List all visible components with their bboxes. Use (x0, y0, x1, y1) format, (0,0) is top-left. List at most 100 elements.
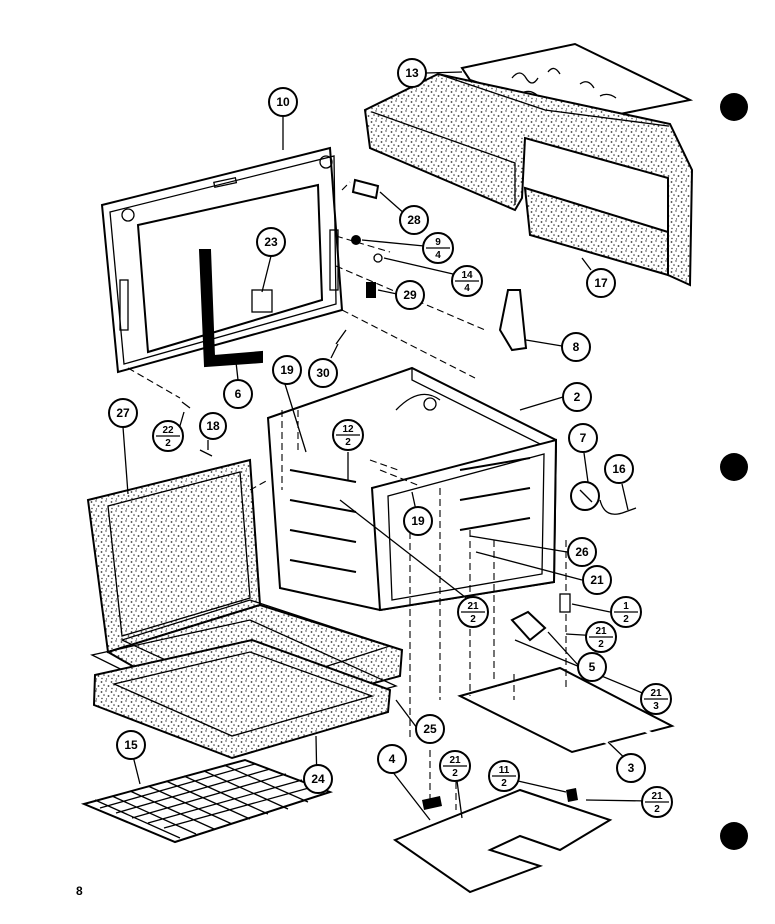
bracket-8 (498, 289, 528, 352)
margin-bullet-top (720, 93, 748, 121)
svg-text:4: 4 (464, 283, 470, 294)
svg-text:17: 17 (594, 276, 608, 290)
callout-21-over-2-bottom-right: 21 2 (641, 786, 673, 818)
callout-16: 16 (604, 454, 634, 484)
bottom-insulation (92, 638, 392, 760)
callout-21: 21 (582, 565, 612, 595)
svg-text:2: 2 (623, 614, 629, 625)
svg-text:21: 21 (595, 626, 607, 637)
margin-bullet-bottom (720, 822, 748, 850)
svg-text:13: 13 (405, 66, 419, 80)
svg-text:22: 22 (162, 425, 174, 436)
callout-17: 17 (586, 268, 616, 298)
svg-text:1: 1 (623, 601, 629, 612)
wire-16 (599, 499, 637, 515)
bake-element (457, 666, 675, 756)
svg-text:2: 2 (345, 437, 351, 448)
svg-text:19: 19 (411, 514, 425, 528)
svg-text:28: 28 (407, 213, 421, 227)
svg-text:3: 3 (653, 701, 659, 712)
callout-21-over-2-left: 21 2 (457, 596, 489, 628)
page-number: 8 (76, 884, 83, 898)
svg-text:2: 2 (452, 768, 458, 779)
sensor (510, 610, 547, 642)
svg-text:5: 5 (589, 660, 596, 674)
callout-15: 15 (116, 730, 146, 760)
svg-text:21: 21 (467, 601, 479, 612)
callout-2: 2 (562, 382, 592, 412)
margin-bullet-middle (720, 453, 748, 481)
svg-text:15: 15 (124, 738, 138, 752)
clip-29 (366, 282, 376, 298)
callout-11-over-2: 11 2 (488, 760, 520, 792)
callout-5: 5 (577, 652, 607, 682)
svg-text:21: 21 (590, 573, 604, 587)
svg-text:8: 8 (573, 340, 580, 354)
svg-text:12: 12 (342, 424, 354, 435)
oven-cavity (266, 366, 558, 612)
callout-9-over-4: 9 4 (422, 232, 454, 264)
callout-10: 10 (268, 87, 298, 117)
callout-19-upper: 19 (272, 355, 302, 385)
callout-18: 18 (199, 412, 227, 440)
callout-28: 28 (399, 205, 429, 235)
callout-22-over-2: 22 2 (152, 420, 184, 452)
svg-text:30: 30 (316, 366, 330, 380)
svg-text:4: 4 (435, 250, 441, 261)
callout-7: 7 (568, 423, 598, 453)
svg-text:23: 23 (264, 235, 278, 249)
front-frame (100, 146, 344, 374)
svg-text:6: 6 (235, 387, 242, 401)
svg-text:27: 27 (116, 406, 130, 420)
callout-21-over-2-bottom-left: 21 2 (439, 750, 471, 782)
callout-25: 25 (415, 714, 445, 744)
callout-13: 13 (397, 58, 427, 88)
callout-4: 4 (377, 744, 407, 774)
light-fixture (570, 481, 600, 511)
callout-12-over-2: 12 2 (332, 419, 364, 451)
svg-text:16: 16 (612, 462, 626, 476)
svg-text:21: 21 (650, 688, 662, 699)
gasket-strip (198, 249, 263, 368)
callout-3: 3 (616, 753, 646, 783)
callout-6: 6 (223, 379, 253, 409)
svg-text:29: 29 (403, 288, 417, 302)
svg-text:2: 2 (470, 614, 476, 625)
callout-1-over-2: 1 2 (610, 596, 642, 628)
oven-rack (80, 758, 334, 844)
callout-30: 30 (308, 358, 338, 388)
svg-text:9: 9 (435, 237, 441, 248)
svg-text:2: 2 (165, 438, 171, 449)
svg-text:19: 19 (280, 363, 294, 377)
callout-27: 27 (108, 398, 138, 428)
svg-text:7: 7 (580, 431, 587, 445)
svg-text:25: 25 (423, 722, 437, 736)
top-wrapper (363, 72, 694, 287)
callout-23: 23 (256, 227, 286, 257)
svg-text:4: 4 (389, 752, 396, 766)
callout-21-over-2-right: 21 2 (585, 621, 617, 653)
svg-text:18: 18 (206, 419, 220, 433)
svg-text:2: 2 (654, 804, 660, 815)
svg-text:3: 3 (628, 761, 635, 775)
svg-text:24: 24 (311, 772, 325, 786)
svg-text:10: 10 (276, 95, 290, 109)
svg-text:21: 21 (651, 791, 663, 802)
svg-text:14: 14 (461, 270, 473, 281)
bottom-panel (392, 788, 613, 894)
callout-19-lower: 19 (403, 506, 433, 536)
callout-21-over-3: 21 3 (640, 683, 672, 715)
fastener-28 (351, 178, 380, 200)
fastener-14 (373, 253, 383, 263)
svg-text:2: 2 (598, 639, 604, 650)
bracket-1 (559, 593, 571, 613)
leader-lines (122, 71, 653, 821)
callout-26: 26 (567, 537, 597, 567)
svg-text:21: 21 (449, 755, 461, 766)
svg-text:11: 11 (499, 765, 510, 776)
callout-29: 29 (395, 280, 425, 310)
svg-text:2: 2 (574, 390, 581, 404)
callout-24: 24 (303, 764, 333, 794)
callout-14-over-4: 14 4 (451, 265, 483, 297)
